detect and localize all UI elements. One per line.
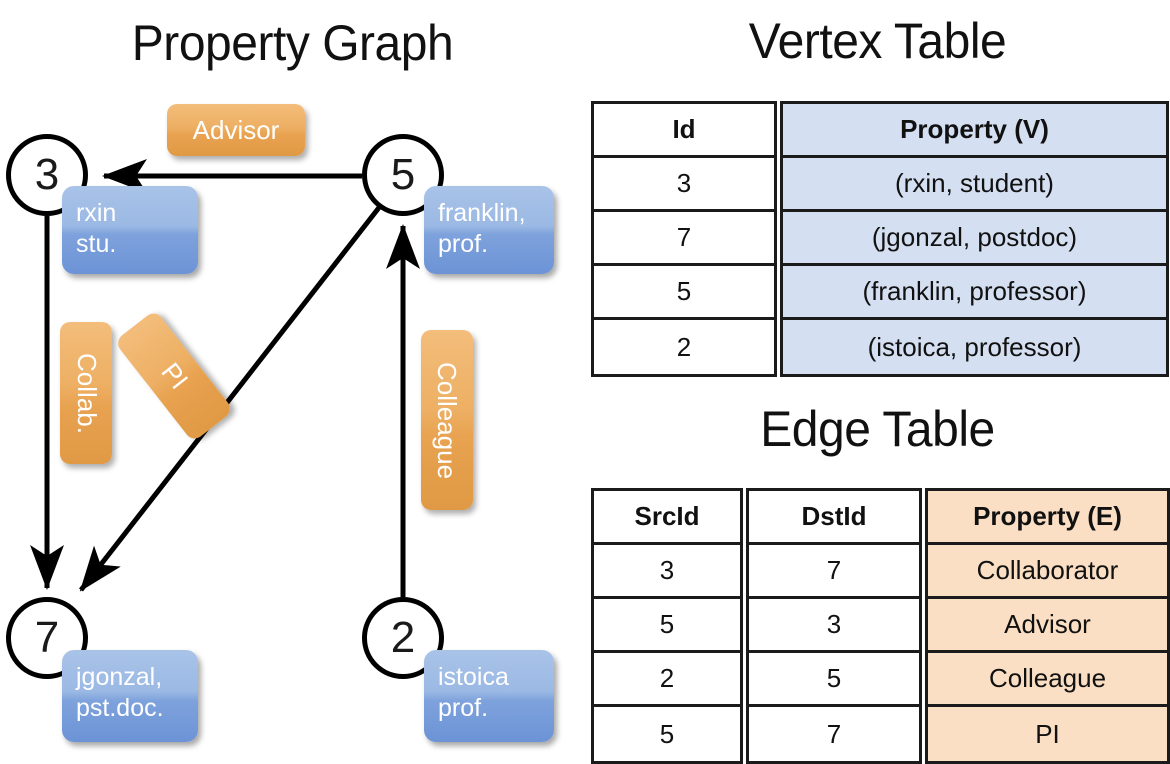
edge-5-to-7 xyxy=(79,203,383,592)
graph-node-5[interactable]: 5 xyxy=(362,134,444,216)
table-cell: 2 xyxy=(594,653,740,707)
table-cell: 5 xyxy=(749,653,919,707)
edge-label-text: Colleague xyxy=(432,361,463,479)
edge-table-header-srcid: SrcId xyxy=(594,491,740,545)
property-graph-canvas xyxy=(30,159,420,597)
table-cell: 7 xyxy=(594,212,774,266)
table-cell: 2 xyxy=(676,331,692,362)
vertex-property-line-2: stu. xyxy=(76,229,117,258)
vertex-property-box-3: rxin stu. xyxy=(62,186,198,274)
table-cell: (franklin, professor) xyxy=(783,266,1166,320)
vertex-property-line-1: jgonzal, xyxy=(76,663,163,691)
table-cell: (istoica, professor) xyxy=(783,320,1166,374)
table-cell: 5 xyxy=(659,718,675,749)
vertex-table-header-property: Property (V) xyxy=(783,104,1166,158)
table-cell: 3 xyxy=(594,158,774,212)
vertex-table-column-property: Property (V) (rxin, student) (jgonzal, p… xyxy=(780,101,1169,377)
vertex-property-line-1: franklin, xyxy=(438,199,526,227)
edge-table-column-property: Property (E) Collaborator Advisor Collea… xyxy=(925,488,1170,764)
vertex-property-line-1: istoica xyxy=(438,663,509,691)
edge-label-collab: Collab. xyxy=(60,322,112,464)
vertex-property-line-2: prof. xyxy=(438,693,489,722)
table-cell: (rxin, student) xyxy=(783,158,1166,212)
edge-table-header-dstid: DstId xyxy=(749,491,919,545)
graph-node-2[interactable]: 2 xyxy=(362,597,444,679)
vertex-property-box-5: franklin, prof. xyxy=(424,186,554,274)
page-title-property-graph: Property Graph xyxy=(131,15,454,71)
vertex-table-header-id: Id xyxy=(594,104,774,158)
table-cell: Colleague xyxy=(928,653,1167,707)
edge-table: SrcId 3 5 2 5 DstId 7 3 5 7 Property (E)… xyxy=(591,488,1170,764)
table-cell: 3 xyxy=(749,599,919,653)
table-cell: 3 xyxy=(594,545,740,599)
page-title-vertex-table: Vertex Table xyxy=(748,13,1007,69)
edge-label-text: Collab. xyxy=(71,352,102,434)
vertex-table: Id 3 7 5 2 Property (V) (rxin, student) … xyxy=(591,101,1169,377)
edge-table-column-srcid: SrcId 3 5 2 5 xyxy=(591,488,743,764)
table-cell: 7 xyxy=(749,545,919,599)
edge-label-colleague: Colleague xyxy=(421,330,473,510)
vertex-property-box-2: istoica prof. xyxy=(424,650,554,742)
vertex-table-column-id: Id 3 7 5 2 xyxy=(591,101,777,377)
page-title-edge-table: Edge Table xyxy=(760,401,995,457)
table-cell: Advisor xyxy=(928,599,1167,653)
vertex-property-line-1: rxin xyxy=(76,199,117,227)
vertex-property-line-2: prof. xyxy=(438,229,489,258)
table-cell: 7 xyxy=(826,718,842,749)
edge-label-text: PI xyxy=(155,356,194,395)
edge-label-advisor: Advisor xyxy=(167,104,305,156)
vertex-property-line-2: pst.doc. xyxy=(76,693,164,722)
table-cell: PI xyxy=(928,707,1167,761)
edge-table-column-dstid: DstId 7 3 5 7 xyxy=(746,488,922,764)
table-cell: 5 xyxy=(594,266,774,320)
table-cell: 5 xyxy=(594,599,740,653)
vertex-property-box-7: jgonzal, pst.doc. xyxy=(62,650,198,742)
edge-table-header-property: Property (E) xyxy=(928,491,1167,545)
table-cell: Collaborator xyxy=(928,545,1167,599)
edge-label-text: Advisor xyxy=(192,114,280,145)
table-cell: (jgonzal, postdoc) xyxy=(783,212,1166,266)
